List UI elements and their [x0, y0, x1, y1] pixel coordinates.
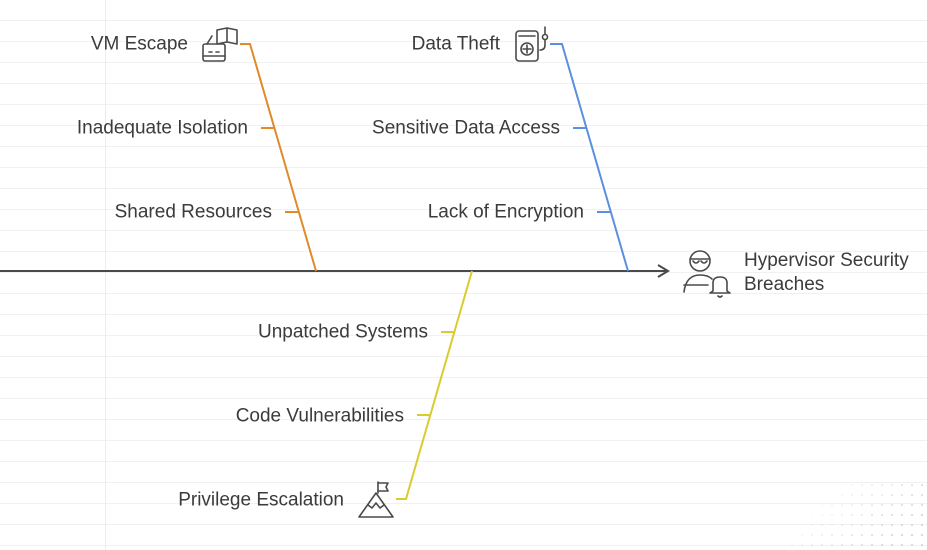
cause-lack-of-encryption: Lack of Encryption	[427, 201, 584, 223]
bone-blue	[550, 43, 629, 272]
bone-blue-line	[550, 43, 629, 272]
bone-orange-line	[240, 43, 317, 272]
cause-inadequate-isolation: Inadequate Isolation	[76, 117, 248, 139]
bone-orange	[240, 43, 317, 272]
bone-yellow	[396, 270, 473, 500]
background-guide-line	[105, 0, 106, 550]
bone-yellow-line	[396, 270, 473, 500]
escape-robot-icon	[202, 27, 238, 62]
data-theft-icon	[515, 26, 549, 62]
spine-arrowhead	[657, 264, 670, 278]
cause-unpatched-systems: Unpatched Systems	[257, 321, 428, 343]
effect-label: Hypervisor Security Breaches	[744, 250, 909, 295]
hacker-alert-icon	[683, 250, 731, 298]
cause-vm-escape: VM Escape	[90, 33, 188, 55]
cause-code-vulnerabilities: Code Vulnerabilities	[235, 405, 404, 427]
mountain-flag-icon	[358, 481, 394, 518]
cause-shared-resources: Shared Resources	[114, 201, 272, 223]
cause-data-theft: Data Theft	[411, 33, 500, 55]
cause-privilege-escalation: Privilege Escalation	[178, 489, 344, 511]
background-dots	[787, 480, 927, 550]
cause-sensitive-data-access: Sensitive Data Access	[372, 117, 560, 139]
